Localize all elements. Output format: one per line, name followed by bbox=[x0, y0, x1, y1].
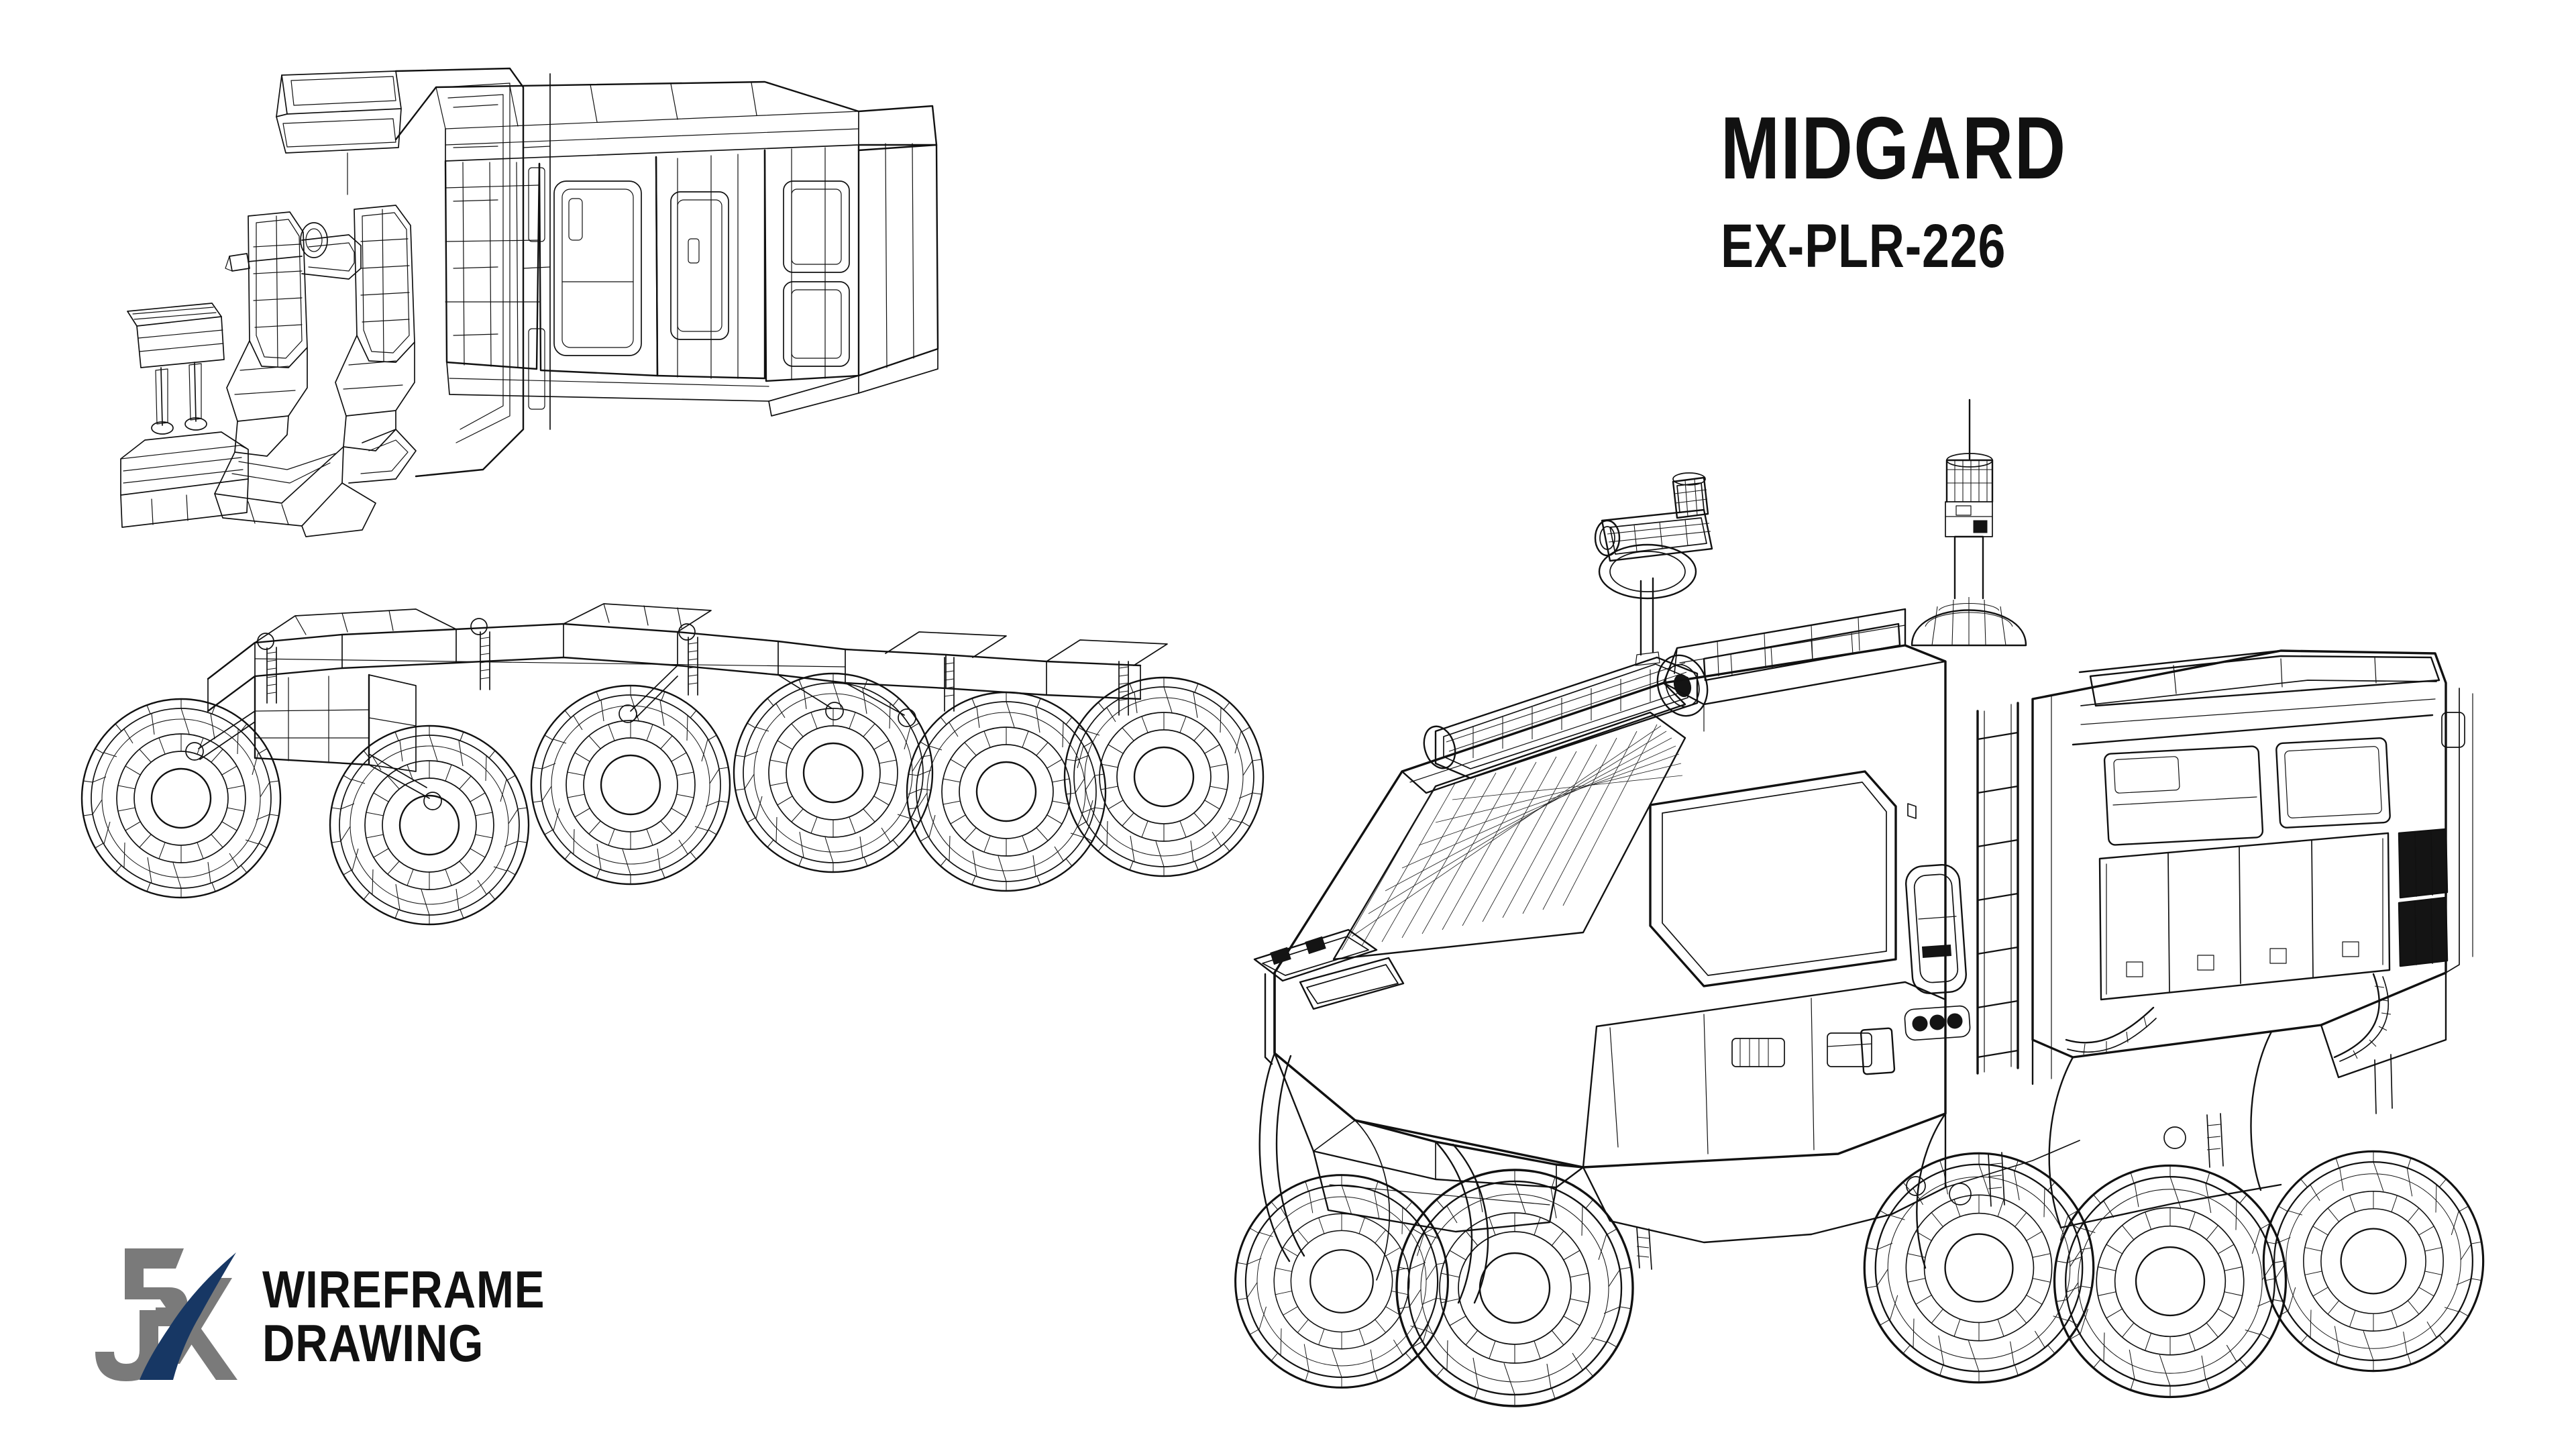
vehicle-name: MIDGARD bbox=[1721, 99, 2067, 197]
title-block: MIDGARD EX-PLR-226 bbox=[1721, 99, 2153, 280]
wheel bbox=[530, 684, 731, 885]
wheel bbox=[329, 724, 530, 926]
windshield-mesh bbox=[1332, 711, 1686, 961]
wheel bbox=[2262, 1150, 2485, 1373]
vehicle-body bbox=[1253, 398, 2473, 1304]
steering-yoke bbox=[225, 222, 362, 280]
crew-seat-left bbox=[226, 211, 308, 457]
hose-loom bbox=[2065, 973, 2392, 1062]
side-window bbox=[1649, 770, 1897, 987]
roof-rack bbox=[1662, 608, 1907, 684]
side-hatch bbox=[1860, 803, 1971, 1075]
brand-line-2: DRAWING bbox=[262, 1313, 484, 1373]
interior-cutaway-view bbox=[120, 67, 551, 537]
brand-text: WIREFRAME DRAWING bbox=[262, 1263, 591, 1370]
suspension-strut bbox=[266, 631, 698, 704]
vehicle-model-code: EX-PLR-226 bbox=[1721, 212, 2006, 280]
overhead-display bbox=[276, 70, 402, 195]
axle-arm bbox=[1582, 1112, 2282, 1270]
wheel bbox=[1863, 1152, 2095, 1384]
logo-letter-j bbox=[95, 1310, 158, 1381]
spotlight-pod bbox=[1594, 472, 1713, 562]
wheel bbox=[1395, 1169, 1634, 1407]
side-monitor-arm bbox=[120, 303, 249, 528]
j5x-logo bbox=[95, 1248, 237, 1381]
cabin-shell-module bbox=[394, 80, 939, 417]
cabin-shell bbox=[394, 67, 551, 478]
floor-console bbox=[214, 429, 417, 537]
full-vehicle-view bbox=[1234, 398, 2485, 1407]
cargo-module bbox=[2031, 649, 2473, 1059]
radiator-grille bbox=[2398, 828, 2449, 967]
fender bbox=[1258, 1030, 2273, 1304]
sensor-mast bbox=[1598, 543, 1697, 666]
frame-rail bbox=[207, 603, 847, 772]
dome-antenna bbox=[1911, 398, 2027, 647]
logo-swoosh bbox=[140, 1252, 236, 1380]
brand-block: WIREFRAME DRAWING bbox=[94, 1238, 591, 1395]
light-bar bbox=[1423, 654, 1709, 780]
wheel bbox=[80, 698, 282, 899]
brand-line-1: WIREFRAME bbox=[262, 1259, 545, 1319]
crew-seat-right bbox=[335, 205, 415, 451]
access-ladder bbox=[1976, 702, 2019, 1075]
wheel bbox=[733, 672, 934, 873]
rolling-chassis-view bbox=[80, 603, 1265, 926]
wheel bbox=[2053, 1164, 2288, 1399]
frame-rail-rear bbox=[844, 631, 1168, 716]
front-bumper bbox=[1253, 928, 1585, 1233]
